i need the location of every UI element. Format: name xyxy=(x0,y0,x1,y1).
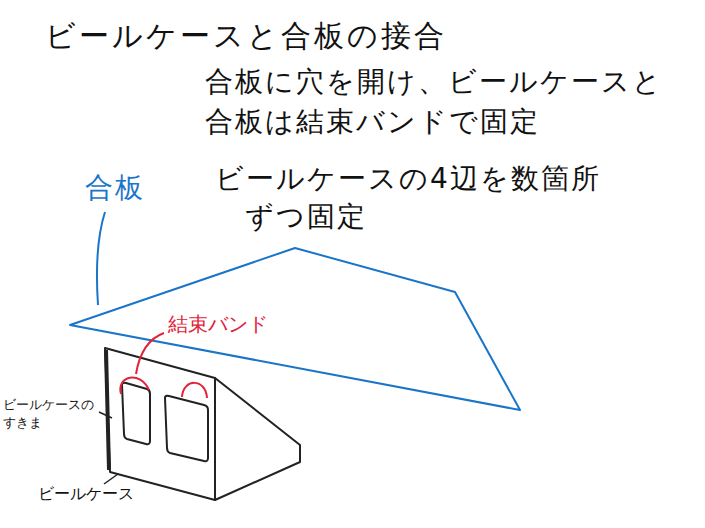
beer-case-front xyxy=(105,348,215,500)
cable-tie xyxy=(120,378,149,394)
part-label: ビールケースの すきま xyxy=(3,396,96,432)
note-text: ビールケースの4辺を数箇所 ずつ固定 xyxy=(215,160,645,236)
handle-hole xyxy=(165,396,208,461)
part-label: ビールケース xyxy=(38,484,134,504)
cable-tie xyxy=(182,383,207,398)
note-text: 合板に穴を開け、ビールケースと 合板は結束バンドで固定 xyxy=(205,62,685,142)
leader-line xyxy=(99,412,112,418)
leader-line xyxy=(97,212,105,305)
part-label: 結束バンド xyxy=(168,311,268,337)
leader-line xyxy=(104,474,118,484)
leader-line xyxy=(136,333,164,374)
title-text: ビールケースと合板の接合 xyxy=(45,16,447,56)
part-label: 合板 xyxy=(85,170,145,206)
handle-hole xyxy=(122,383,150,444)
beer-case-side xyxy=(215,378,300,500)
beer-case-gap xyxy=(106,350,109,470)
